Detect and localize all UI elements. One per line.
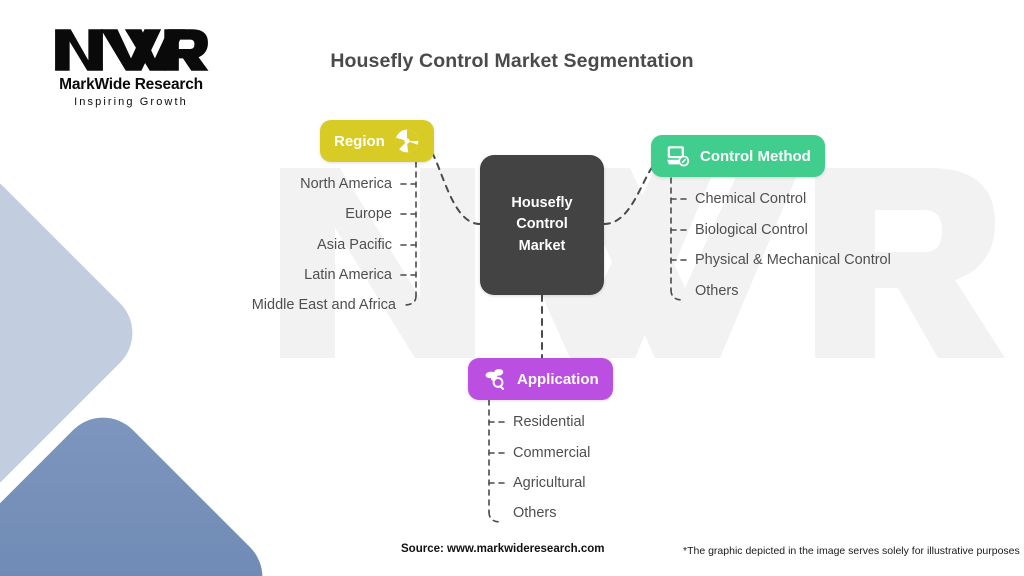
disclaimer-label: *The graphic depicted in the image serve… — [683, 545, 1020, 557]
branch-label-control-method: Control Method — [700, 147, 811, 165]
leaf-application-0[interactable]: Residential — [513, 414, 585, 430]
fly-magnifier-icon — [485, 368, 505, 390]
page-title: Housefly Control Market Segmentation — [330, 50, 694, 72]
center-node-label: Housefly Control Market — [511, 193, 572, 256]
branch-badge-application[interactable]: Application — [468, 358, 613, 400]
source-label: Source: www.markwideresearch.com — [401, 543, 605, 555]
leaf-region-0[interactable]: North America — [300, 176, 392, 192]
globe-icon — [395, 129, 419, 153]
center-node[interactable]: Housefly Control Market — [480, 155, 604, 295]
leaf-control-method-3[interactable]: Others — [695, 283, 739, 299]
mwr-monogram-icon — [55, 29, 209, 71]
leaf-application-1[interactable]: Commercial — [513, 445, 591, 461]
brand-logo: MarkWide Research Inspiring Growth — [36, 26, 226, 112]
decorative-square-dark — [0, 400, 280, 576]
leaf-control-method-2[interactable]: Physical & Mechanical Control — [695, 252, 891, 268]
leaf-region-3[interactable]: Latin America — [304, 267, 392, 283]
branch-label-region: Region — [334, 132, 385, 150]
center-node-line-1: Housefly — [511, 195, 573, 212]
leaf-control-method-0[interactable]: Chemical Control — [695, 191, 807, 207]
branch-badge-control-method[interactable]: Control Method — [651, 135, 825, 177]
leaf-control-method-1[interactable]: Biological Control — [695, 222, 808, 238]
leaf-region-2[interactable]: Asia Pacific — [317, 237, 392, 253]
leaf-region-1[interactable]: Europe — [345, 206, 392, 222]
leaf-region-4[interactable]: Middle East and Africa — [251, 297, 396, 313]
branch-badge-region[interactable]: Region — [320, 120, 434, 162]
leaf-application-3[interactable]: Others — [513, 505, 557, 521]
leaf-application-2[interactable]: Agricultural — [513, 475, 586, 491]
brand-tagline: Inspiring Growth — [74, 96, 188, 108]
center-node-line-3: Market — [518, 237, 566, 254]
brand-name: MarkWide Research — [59, 76, 203, 93]
control-method-icon — [667, 146, 690, 167]
center-node-line-2: Control — [516, 216, 568, 233]
branch-label-application: Application — [517, 370, 599, 388]
